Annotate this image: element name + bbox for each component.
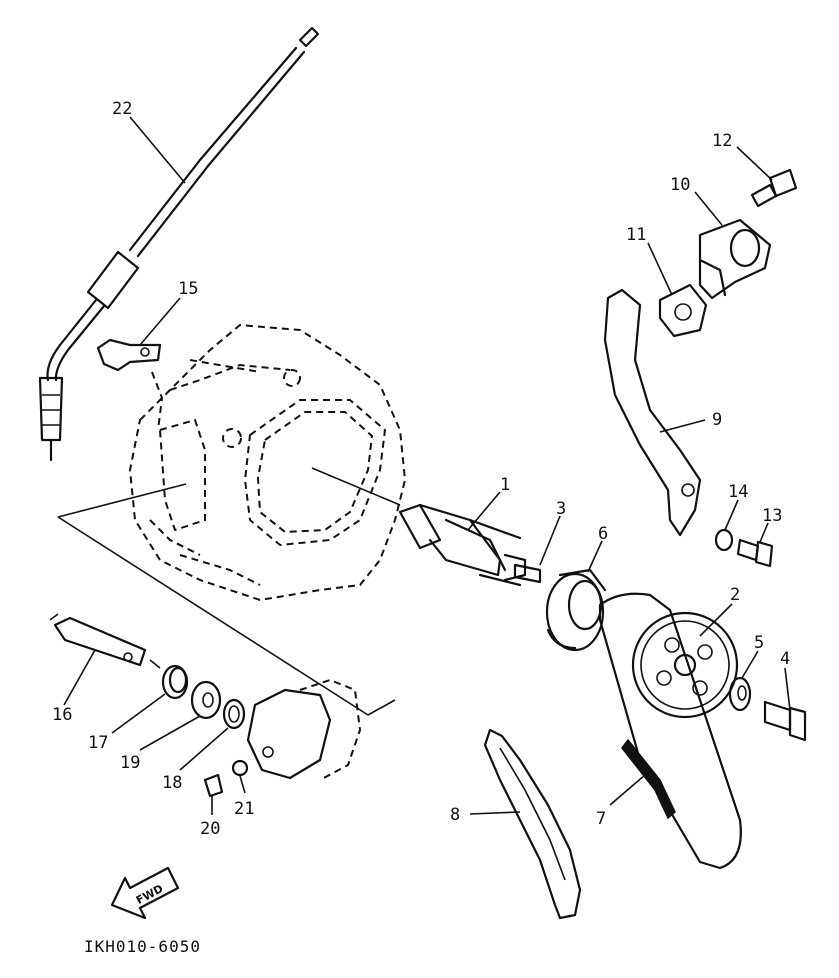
leader-lines xyxy=(63,116,791,815)
plug-part-20 xyxy=(203,773,224,798)
bolt-part-13 xyxy=(736,538,774,568)
bracket-part-15 xyxy=(96,338,164,431)
assembly-lines xyxy=(57,467,401,716)
forward-arrow-icon: FWD xyxy=(110,866,180,920)
sprocket-part-2 xyxy=(631,611,739,719)
washer-part-5 xyxy=(728,676,752,712)
gasket-part-11 xyxy=(658,283,708,338)
callout-7: 7 xyxy=(596,809,606,829)
shaft-part-16 xyxy=(49,613,147,667)
seal-part-18 xyxy=(222,698,246,730)
callout-16: 16 xyxy=(52,705,72,725)
tensioner-part-10 xyxy=(698,218,772,300)
callout-5: 5 xyxy=(754,633,764,653)
callout-labels: 22 15 12 10 11 9 14 13 1 3 6 2 5 4 7 8 1… xyxy=(52,99,790,839)
callout-21: 21 xyxy=(234,799,254,819)
spring-part-17 xyxy=(149,659,189,700)
callout-10: 10 xyxy=(670,175,690,195)
cable-part-22 xyxy=(38,26,320,462)
callout-4: 4 xyxy=(780,649,790,669)
side-cover xyxy=(246,678,362,781)
cylinder-head xyxy=(128,323,407,602)
bearing-part-6 xyxy=(545,568,607,652)
tensioner-guide-part-9 xyxy=(603,288,702,537)
callout-17: 17 xyxy=(88,733,108,753)
washer-part-21 xyxy=(231,759,249,777)
callout-18: 18 xyxy=(162,773,182,793)
chain-guide-part-8 xyxy=(483,728,582,920)
callout-12: 12 xyxy=(712,131,732,151)
callout-9: 9 xyxy=(712,410,722,430)
callout-2: 2 xyxy=(730,585,740,605)
callout-6: 6 xyxy=(598,524,608,544)
callout-1: 1 xyxy=(500,475,510,495)
callout-20: 20 xyxy=(200,819,220,839)
callout-14: 14 xyxy=(728,482,748,502)
pin-part-3 xyxy=(513,563,542,584)
callout-3: 3 xyxy=(556,499,566,519)
washer-part-19 xyxy=(190,680,222,720)
callout-13: 13 xyxy=(762,506,782,526)
bolt-part-12 xyxy=(750,168,798,208)
callout-15: 15 xyxy=(178,279,198,299)
bolt-part-4 xyxy=(763,700,807,742)
callout-22: 22 xyxy=(112,99,132,119)
callout-8: 8 xyxy=(450,805,460,825)
callout-19: 19 xyxy=(120,753,140,773)
diagram-code: IKH010-6050 xyxy=(84,937,201,956)
camshaft-part-1 xyxy=(398,503,527,587)
timing-chain-part-7 xyxy=(598,592,742,870)
washer-part-14 xyxy=(714,528,734,552)
callout-11: 11 xyxy=(626,225,646,245)
